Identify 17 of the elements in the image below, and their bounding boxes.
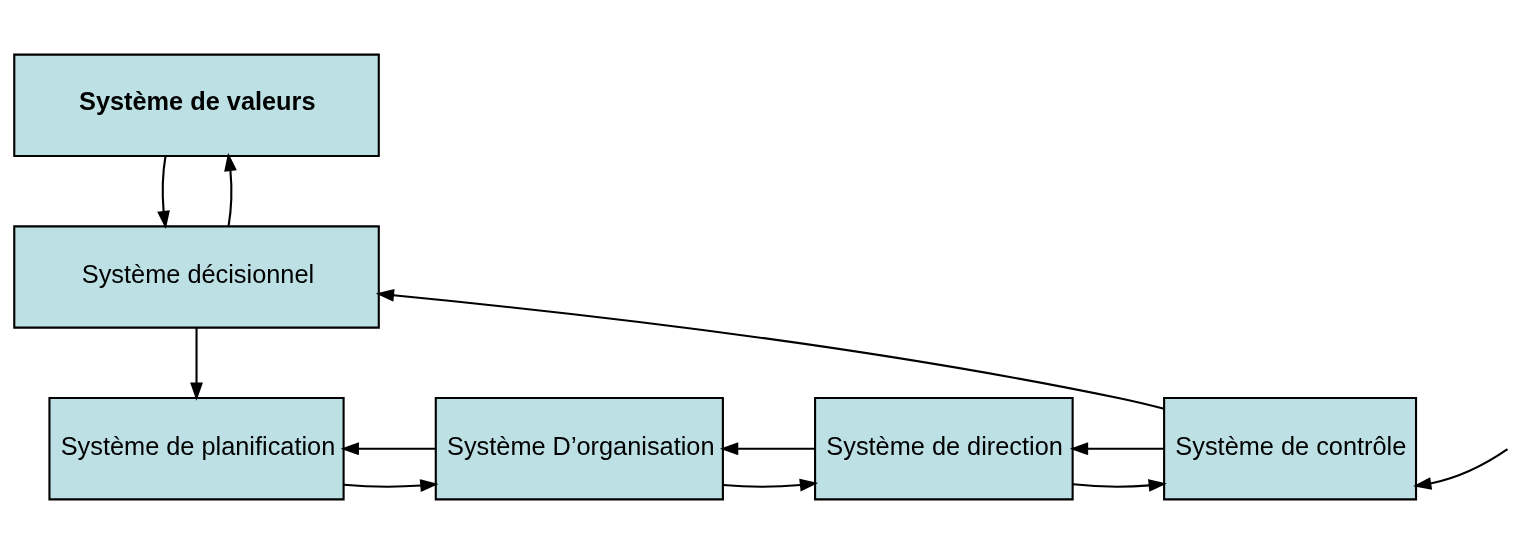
arrow bbox=[375, 289, 1165, 410]
arrow bbox=[719, 442, 815, 456]
arrow bbox=[157, 155, 170, 230]
arrow bbox=[190, 327, 203, 401]
arrow bbox=[340, 442, 436, 456]
node-box: Système de contrôle bbox=[1163, 397, 1418, 501]
arrow bbox=[1069, 442, 1164, 456]
node-box: Système de planification bbox=[48, 397, 345, 501]
node-box: Système de valeurs bbox=[13, 53, 380, 157]
node-box: Système de direction bbox=[814, 397, 1074, 501]
arrow bbox=[723, 478, 819, 492]
arrow bbox=[224, 152, 237, 227]
arrow bbox=[343, 479, 439, 492]
arrow bbox=[1413, 448, 1509, 490]
node-box: Système décisionnel bbox=[13, 225, 380, 329]
node-box: Système D’organisation bbox=[434, 397, 724, 501]
arrow bbox=[1072, 479, 1167, 492]
